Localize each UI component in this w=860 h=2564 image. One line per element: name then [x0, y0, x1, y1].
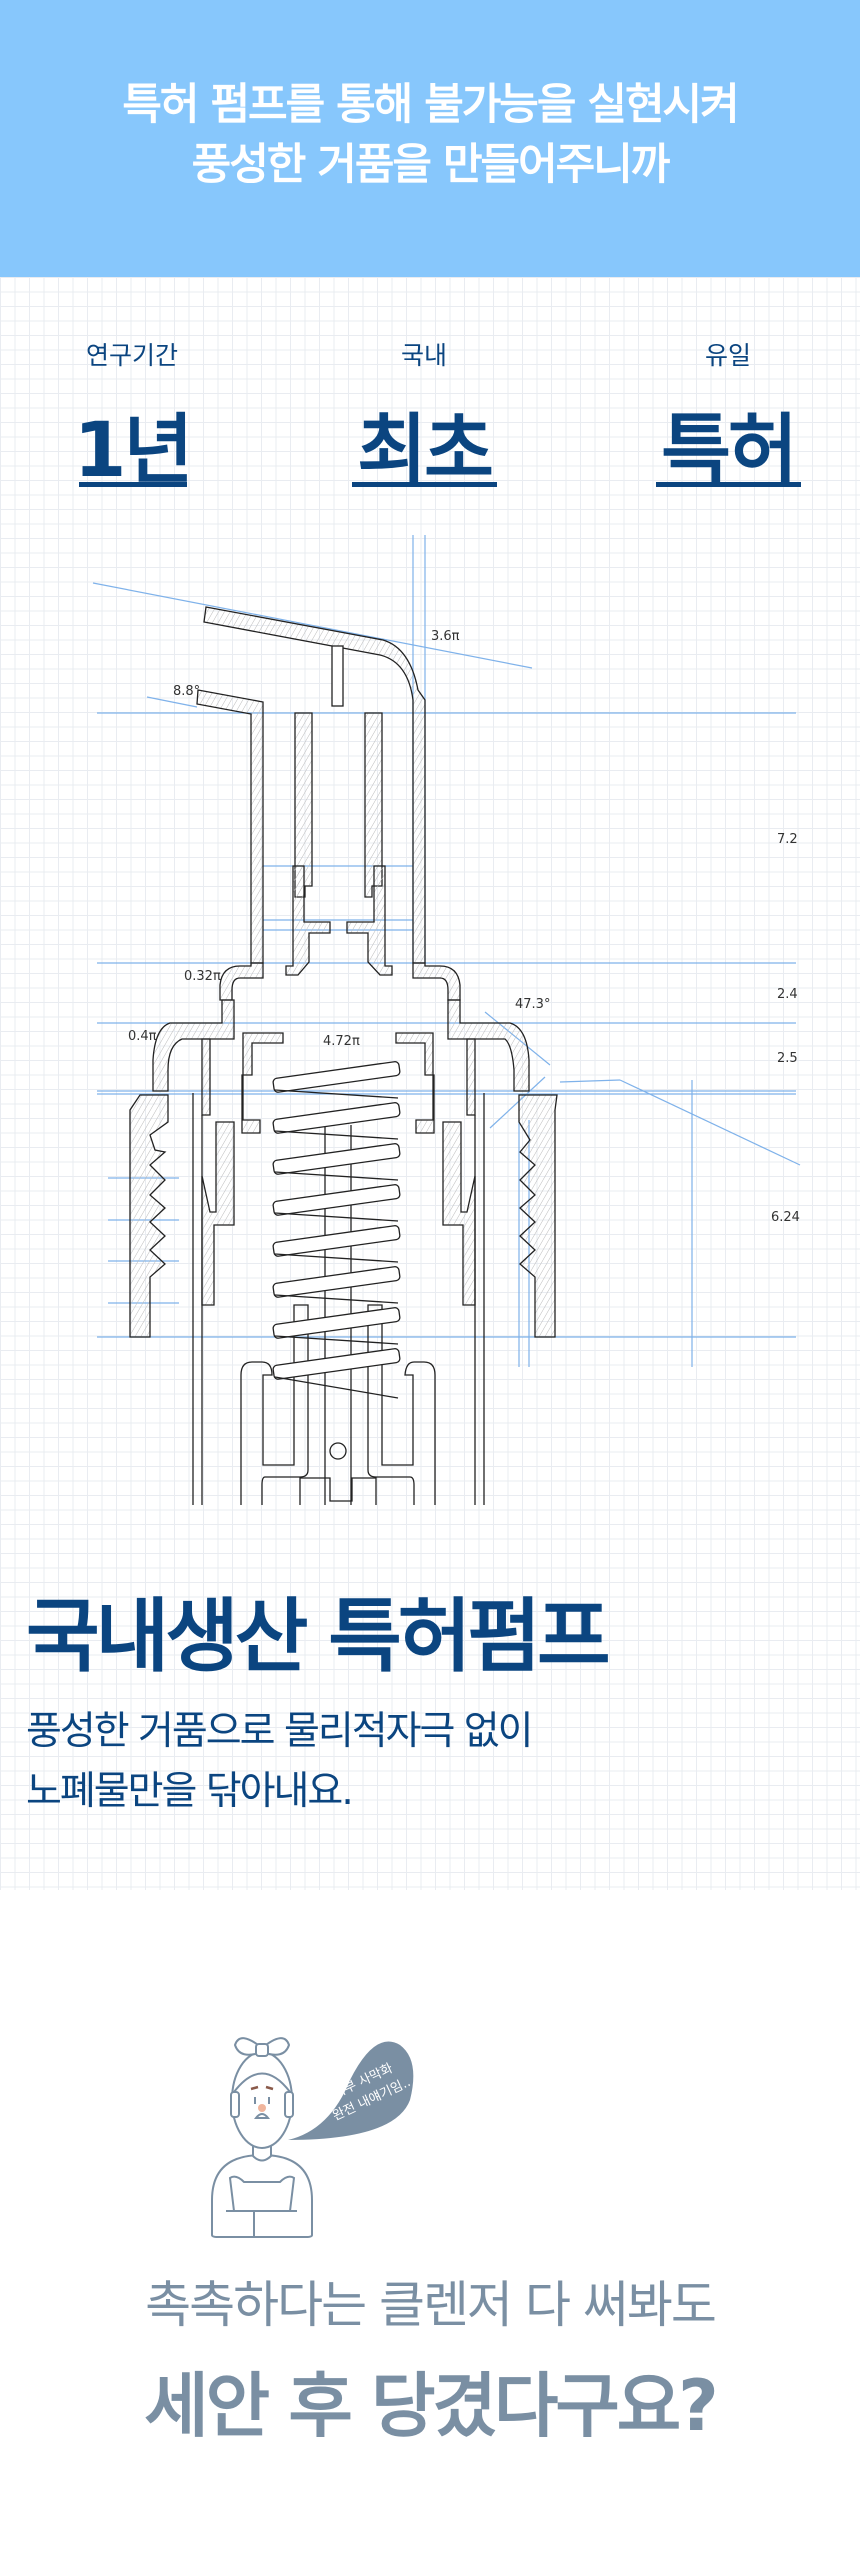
diagram-shape [253, 2113, 271, 2119]
diagram-shape [518, 1094, 558, 1338]
diagram-shape [255, 2043, 269, 2057]
diagram-shape [240, 1304, 309, 1505]
diagram-shape [395, 1032, 435, 1134]
stat-value-period: 1년 [73, 405, 194, 494]
closing-line-2: 세안 후 당겼다구요? [144, 2365, 719, 2447]
stat-underline [79, 482, 187, 487]
diagram-shape [233, 2072, 291, 2093]
stat-underline [352, 482, 497, 487]
pump-blueprint-diagram: 3.6π 8.8° 7.2 0.32π 2.4 47.3° 0.4π 4.72π… [92, 535, 801, 1505]
dim-label: 8.8° [173, 684, 200, 699]
blueprint-grid [0, 277, 860, 1890]
spring [272, 1061, 401, 1399]
diagram-shape [272, 1184, 401, 1216]
diagram-shape [489, 1076, 546, 1129]
section-desc-line-1: 풍성한 거품으로 물리적자극 없이 [26, 1709, 534, 1754]
diagram-shape [329, 1442, 347, 1460]
diagram-shape [284, 2091, 294, 2118]
diagram-shape [152, 999, 235, 1092]
dim-label: 4.72π [323, 1034, 360, 1049]
diagram-shape [228, 2175, 296, 2212]
dim-label: 6.24 [771, 1210, 800, 1225]
hero-line-1: 특허 펌프를 통해 불가능을 실현시켜 [122, 80, 739, 130]
diagram-shape [272, 1307, 401, 1339]
diagram-shape [299, 1477, 377, 1505]
dim-label: 0.4π [128, 1029, 157, 1044]
diagram-shape [146, 696, 198, 708]
speech-bubble [288, 2041, 414, 2140]
stat-label-domestic: 국내 [400, 341, 447, 370]
hero-line-2: 풍성한 거품을 만들어주니까 [191, 140, 671, 190]
section-desc-line-2: 노폐물만을 닦아내요. [26, 1769, 354, 1814]
diagram-shape [272, 1225, 401, 1257]
diagram-shape [274, 1335, 399, 1345]
diagram-shape [274, 1376, 399, 1399]
diagram-shape [274, 1253, 399, 1263]
diagram-shape [274, 1212, 399, 1222]
dim-label: 0.32π [184, 969, 221, 984]
diagram-shape [201, 1038, 211, 1116]
stat-value-unique: 특허 [661, 405, 798, 494]
diagram-shape [274, 1130, 399, 1140]
diagram-shape [367, 1304, 436, 1505]
closing-line-1: 촉촉하다는 클렌저 다 써봐도 [145, 2276, 717, 2334]
diagram-shape [619, 1079, 801, 1166]
dim-label: 7.2 [777, 832, 798, 847]
diagram-shape [241, 1032, 284, 1134]
diagram-shape [274, 1171, 399, 1181]
hero-banner: 특허 펌프를 통해 불가능을 실현시켜 풍성한 거품을 만들어주니까 [0, 0, 860, 277]
diagram-shape [265, 2085, 274, 2091]
stat-label-period: 연구기간 [85, 341, 178, 370]
diagram-shape [274, 1089, 399, 1099]
bottle-walls [192, 1093, 485, 1505]
section-title: 국내생산 특허펌프 [26, 1590, 611, 1683]
diagram-shape [272, 1143, 401, 1175]
diagram-shape [274, 1294, 399, 1304]
diagram-shape [274, 1089, 399, 1399]
stat-underline [656, 482, 801, 487]
dim-label: 2.5 [777, 1051, 798, 1066]
diagram-shape [272, 1348, 401, 1380]
guide-lines [92, 535, 801, 1367]
pump-parts [129, 606, 558, 1338]
stat-label-unique: 유일 [704, 341, 751, 370]
diagram-shape [272, 1102, 401, 1134]
diagram-shape [250, 2085, 259, 2091]
dim-label: 3.6π [431, 629, 460, 644]
diagram-shape [331, 645, 344, 707]
diagram-shape [447, 999, 530, 1092]
diagram-shape [285, 865, 331, 976]
stat-value-domestic: 최초 [357, 405, 494, 494]
diagram-shape [231, 2051, 293, 2149]
diagram-shape [346, 865, 393, 976]
nose-icon [258, 2104, 266, 2112]
diagram-shape [129, 1094, 169, 1338]
dimension-labels: 3.6π 8.8° 7.2 0.32π 2.4 47.3° 0.4π 4.72π… [128, 629, 800, 1225]
diagram-shape [92, 582, 533, 669]
eyebrows-icon [250, 2085, 274, 2091]
diagram-shape [230, 2091, 240, 2118]
diagram-shape [272, 1061, 401, 1093]
diagram-shape [364, 712, 383, 898]
diagram-shape [272, 1266, 401, 1298]
girl-figure [211, 2037, 313, 2238]
diagram-shape [201, 1121, 235, 1306]
dim-label: 47.3° [515, 997, 550, 1012]
dim-label: 2.4 [777, 987, 798, 1002]
diagram-shape [559, 1079, 621, 1083]
